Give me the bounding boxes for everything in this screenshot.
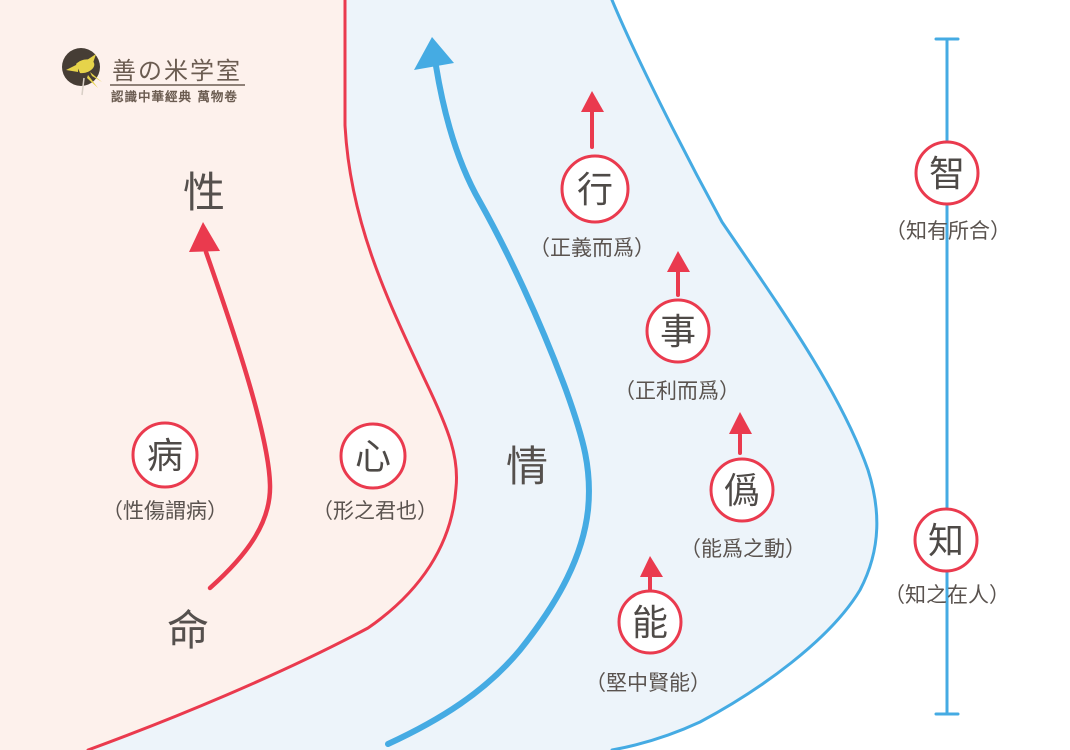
logo-stem [81,77,85,96]
label-life: 命 [167,606,209,655]
node-char-shi: 事 [660,312,696,353]
knowledge-axis-line [934,37,960,716]
nature-region-border [86,0,459,750]
node-caption-xin: （形之君也） [312,499,438,523]
node-circle-zhi-know [913,507,979,573]
arrowhead-above-neng-icon [640,556,663,577]
node-circle-wei [709,457,775,523]
step-arrowheads [581,91,752,577]
node-caption-shi: （正利而爲） [614,379,740,403]
node-circle-xing [560,154,630,224]
node-caption-wei: （能爲之動） [680,537,806,561]
node-char-zhi-wisdom: 智 [929,154,965,195]
node-circle-bing [131,421,199,489]
arrowhead-above-xing-icon [581,91,604,112]
emotion-region-border [610,0,879,750]
step-arrows [590,110,742,592]
node-caption-neng: （堅中賢能） [585,671,711,695]
emotion-flow-arrowhead-icon [414,37,454,70]
node-caption-zhi-wisdom: （知有所合） [885,219,1011,243]
life-to-nature-arrowhead-icon [189,222,220,252]
node-circles [131,140,980,655]
logo-subtitle: 認識中華經典 萬物卷 [111,89,238,104]
node-caption-bing: （性傷謂病） [102,499,228,523]
arrowhead-above-wei-icon [729,412,752,434]
node-caption-xing: （正義而爲） [529,236,655,260]
logo: 善の米学室 認識中華經典 萬物卷 [62,48,245,104]
node-char-zhi-know: 知 [928,521,964,562]
node-circle-xin [339,422,407,490]
node-char-wei: 僞 [724,471,760,512]
label-emotion: 情 [506,442,548,491]
life-to-nature-arrow [203,249,273,591]
node-circle-shi [645,298,711,364]
node-char-neng: 能 [632,603,668,644]
logo-title: 善の米学室 [112,57,242,85]
arrowhead-above-shi-icon [667,251,690,272]
node-char-bing: 病 [147,436,183,477]
nature-region [0,0,457,750]
label-nature: 性 [183,168,225,217]
node-circle-neng [617,589,683,655]
node-circle-zhi-wisdom [914,140,980,206]
node-caption-zhi-know: （知之在人） [884,583,1010,607]
node-char-xin: 心 [355,437,391,478]
bird-icon [66,54,102,88]
emotion-flow-arrow [385,63,593,747]
node-char-xing: 行 [577,170,613,211]
